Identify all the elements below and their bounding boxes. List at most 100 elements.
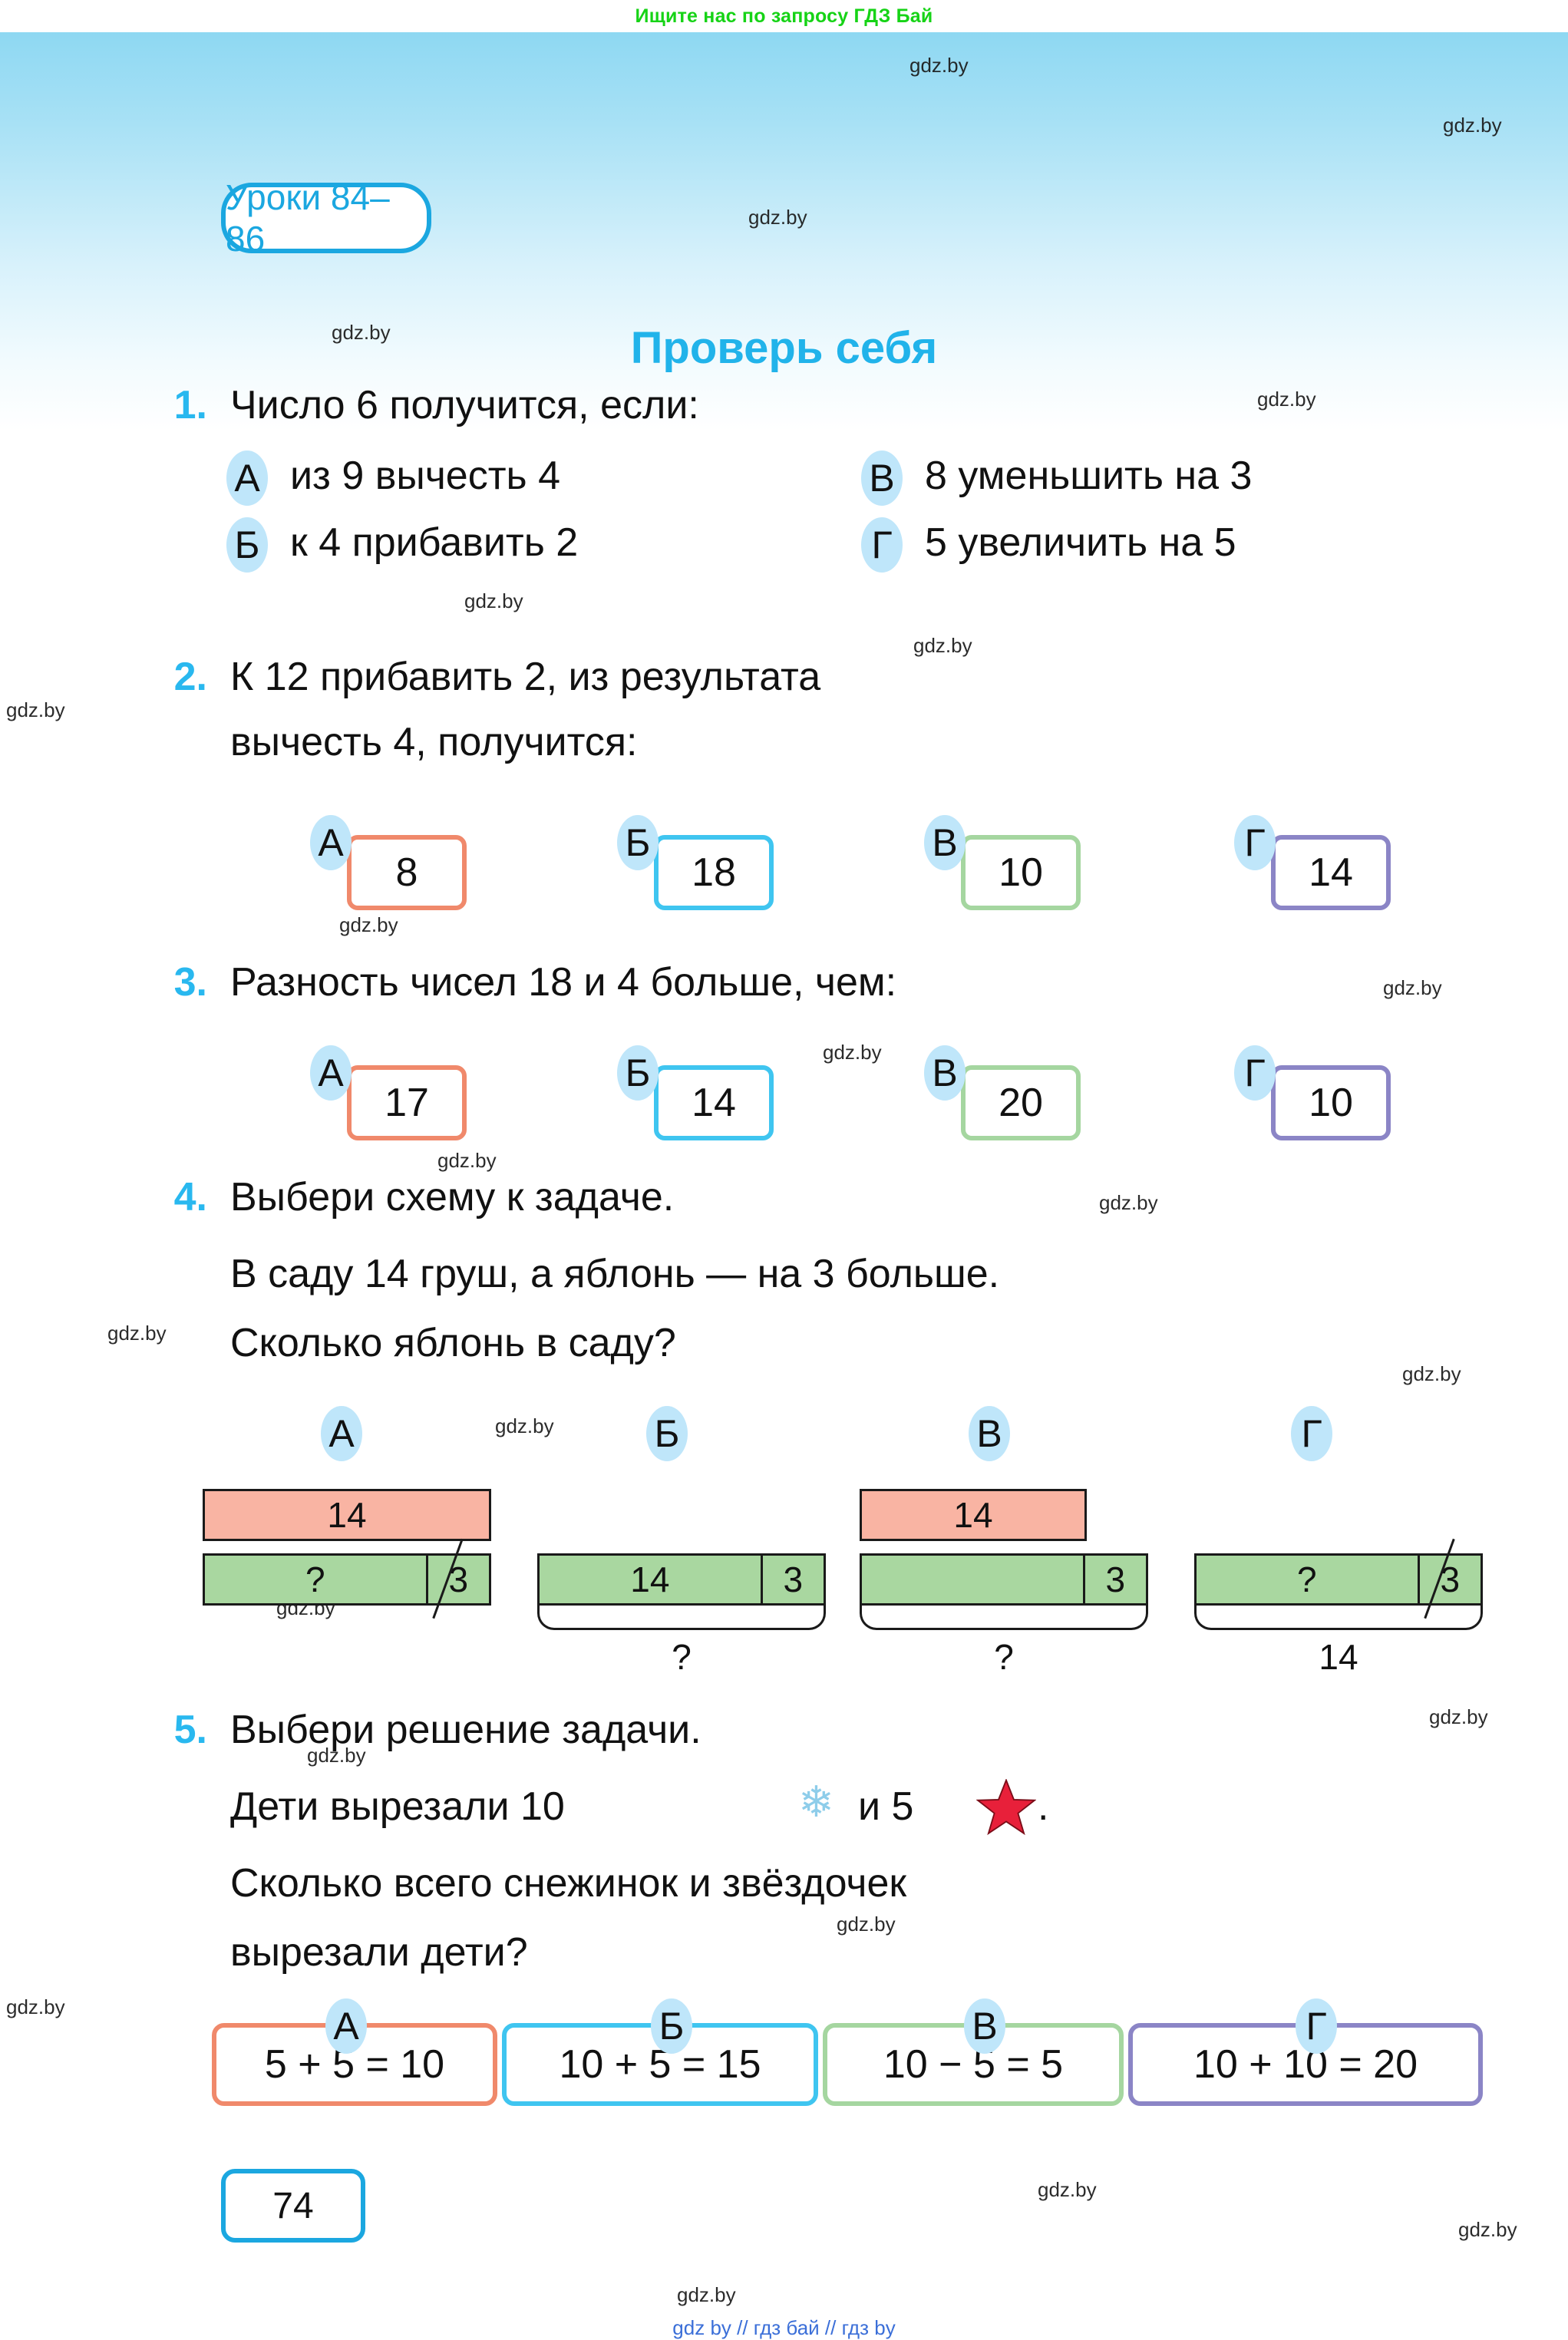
watermark: gdz.by xyxy=(1458,2218,1517,2241)
watermark: gdz.by xyxy=(339,913,398,936)
q3-option-badge-a[interactable]: А xyxy=(310,1045,352,1101)
question-5-story-line-2: Сколько всего снежинок и звёздочек xyxy=(230,1861,907,1906)
promo-banner-text: Ищите нас по запросу ГДЗ Бай xyxy=(635,5,933,27)
q4-scheme-badge-g[interactable]: Г xyxy=(1291,1406,1332,1461)
question-1-option-g-text[interactable]: 5 увеличить на 5 xyxy=(925,520,1236,565)
watermark: gdz.by xyxy=(1383,976,1442,999)
q3-option-badge-b[interactable]: Б xyxy=(617,1045,659,1101)
question-5-story-line-3: вырезали дети? xyxy=(230,1930,528,1975)
watermark: gdz.by xyxy=(437,1149,497,1172)
q2-option-badge-g[interactable]: Г xyxy=(1234,815,1276,870)
watermark: gdz.by xyxy=(823,1041,882,1064)
q4-scheme-g-left-cell: ? xyxy=(1297,1559,1317,1599)
watermark: gdz.by xyxy=(1443,114,1502,137)
q4-scheme-a-left-cell: ? xyxy=(305,1559,325,1599)
q3-answer-box-b[interactable]: 14 xyxy=(654,1065,774,1140)
footer-links[interactable]: gdz by // гдз бай // гдз by xyxy=(672,2316,896,2339)
section-title: Проверь себя xyxy=(630,323,938,373)
question-3-number: 3. xyxy=(173,960,207,1005)
q5-option-badge-g[interactable]: Г xyxy=(1296,1998,1337,2054)
question-2-text-line-1: К 12 прибавить 2, из результата xyxy=(230,655,821,699)
q5-option-badge-a[interactable]: А xyxy=(325,1998,367,2054)
watermark: gdz.by xyxy=(837,1913,896,1936)
snowflake-icon: ❄ xyxy=(798,1777,834,1826)
q4-scheme-b-left-cell: 14 xyxy=(630,1559,670,1599)
question-5-number: 5. xyxy=(173,1708,207,1752)
q2-option-badge-b[interactable]: Б xyxy=(617,815,659,870)
question-3-text: Разность чисел 18 и 4 больше, чем: xyxy=(230,960,897,1005)
watermark: gdz.by xyxy=(6,1995,65,2018)
question-1-option-v-text[interactable]: 8 уменьшить на 3 xyxy=(925,454,1253,498)
q4-scheme-a-green-bar: ? 3 xyxy=(203,1553,491,1606)
q2-answer-box-v[interactable]: 10 xyxy=(961,835,1081,910)
q5-option-badge-b[interactable]: Б xyxy=(651,1998,692,2054)
question-5-story-part-1: Дети вырезали 10 xyxy=(230,1784,565,1829)
option-badge-a[interactable]: А xyxy=(226,451,268,506)
option-badge-g[interactable]: Г xyxy=(861,517,903,573)
question-4-number: 4. xyxy=(173,1175,207,1220)
option-badge-b[interactable]: Б xyxy=(226,517,268,573)
q3-answer-box-g[interactable]: 10 xyxy=(1271,1065,1391,1140)
question-4-text: Выбери схему к задаче. xyxy=(230,1175,675,1220)
q4-scheme-v-brace-label: ? xyxy=(994,1637,1014,1677)
question-1-number: 1. xyxy=(173,383,207,427)
watermark: gdz.by xyxy=(464,589,523,612)
watermark: gdz.by xyxy=(495,1414,554,1437)
watermark: gdz.by xyxy=(1402,1362,1461,1385)
page-sheet: gdz.by gdz.by gdz.by gdz.by gdz.by gdz.by gdz.… xyxy=(0,32,1568,2339)
q4-scheme-a-right-cell: 3 xyxy=(425,1556,489,1603)
q4-scheme-badge-v[interactable]: В xyxy=(969,1406,1010,1461)
q4-scheme-b-right-cell: 3 xyxy=(760,1556,824,1603)
q4-scheme-b-brace xyxy=(537,1604,826,1630)
watermark: gdz.by xyxy=(6,698,65,721)
q4-scheme-badge-a[interactable]: А xyxy=(321,1406,362,1461)
watermark: gdz.by xyxy=(107,1322,167,1345)
q4-scheme-badge-b[interactable]: Б xyxy=(646,1406,688,1461)
option-badge-v[interactable]: В xyxy=(861,451,903,506)
q2-answer-box-a[interactable]: 8 xyxy=(347,835,467,910)
q4-scheme-a-top-bar: 14 xyxy=(203,1489,491,1541)
lesson-title-pill: Уроки 84–86 xyxy=(221,177,431,259)
watermark: gdz.by xyxy=(1429,1705,1488,1728)
question-5-story-part-3: . xyxy=(1038,1784,1049,1829)
watermark: gdz.by xyxy=(913,634,972,657)
question-1-option-b-text[interactable]: к 4 прибавить 2 xyxy=(290,520,579,565)
lesson-title-label: Уроки 84–86 xyxy=(226,177,390,259)
watermark: gdz.by xyxy=(1257,388,1316,411)
q4-scheme-v-green-bar: 3 xyxy=(860,1553,1148,1606)
q3-option-badge-v[interactable]: В xyxy=(924,1045,966,1101)
q2-option-badge-v[interactable]: В xyxy=(924,815,966,870)
watermark: gdz.by xyxy=(307,1744,366,1767)
q4-scheme-v-brace xyxy=(860,1604,1148,1630)
q4-scheme-v-left-cell xyxy=(862,1556,1083,1603)
promo-banner: Ищите нас по запросу ГДЗ Бай xyxy=(0,0,1568,32)
question-4-story-line-1: В саду 14 груш, а яблонь — на 3 больше. xyxy=(230,1252,1000,1296)
watermark: gdz.by xyxy=(909,54,969,77)
q2-answer-box-b[interactable]: 18 xyxy=(654,835,774,910)
q4-scheme-g-green-bar: ? 3 xyxy=(1194,1553,1483,1606)
star-icon xyxy=(975,1778,1037,1840)
q4-scheme-b-green-bar: 14 3 xyxy=(537,1553,826,1606)
q2-option-badge-a[interactable]: А xyxy=(310,815,352,870)
question-1-option-a-text[interactable]: из 9 вычесть 4 xyxy=(290,454,560,498)
q4-scheme-b-brace-label: ? xyxy=(672,1637,692,1677)
q4-scheme-v-top-bar: 14 xyxy=(860,1489,1087,1541)
q4-scheme-g-brace xyxy=(1194,1604,1483,1630)
question-2-text-line-2: вычесть 4, получится: xyxy=(230,720,638,764)
q4-scheme-g-brace-label: 14 xyxy=(1319,1637,1358,1677)
page-number-label: 74 xyxy=(272,2185,314,2226)
question-5-text: Выбери решение задачи. xyxy=(230,1708,701,1752)
question-5-story-part-2: и 5 xyxy=(858,1784,914,1829)
q4-scheme-g-right-cell: 3 xyxy=(1417,1556,1481,1603)
watermark: gdz.by xyxy=(1099,1191,1158,1214)
page-number-badge: 74 xyxy=(221,2169,365,2243)
q2-answer-box-g[interactable]: 14 xyxy=(1271,835,1391,910)
question-4-story-line-2: Сколько яблонь в саду? xyxy=(230,1321,676,1365)
q3-answer-box-v[interactable]: 20 xyxy=(961,1065,1081,1140)
q3-answer-box-a[interactable]: 17 xyxy=(347,1065,467,1140)
q5-option-badge-v[interactable]: В xyxy=(964,1998,1005,2054)
watermark: gdz.by xyxy=(677,2283,736,2306)
watermark: gdz.by xyxy=(748,206,807,229)
q3-option-badge-g[interactable]: Г xyxy=(1234,1045,1276,1101)
question-1-text: Число 6 получится, если: xyxy=(230,383,699,427)
